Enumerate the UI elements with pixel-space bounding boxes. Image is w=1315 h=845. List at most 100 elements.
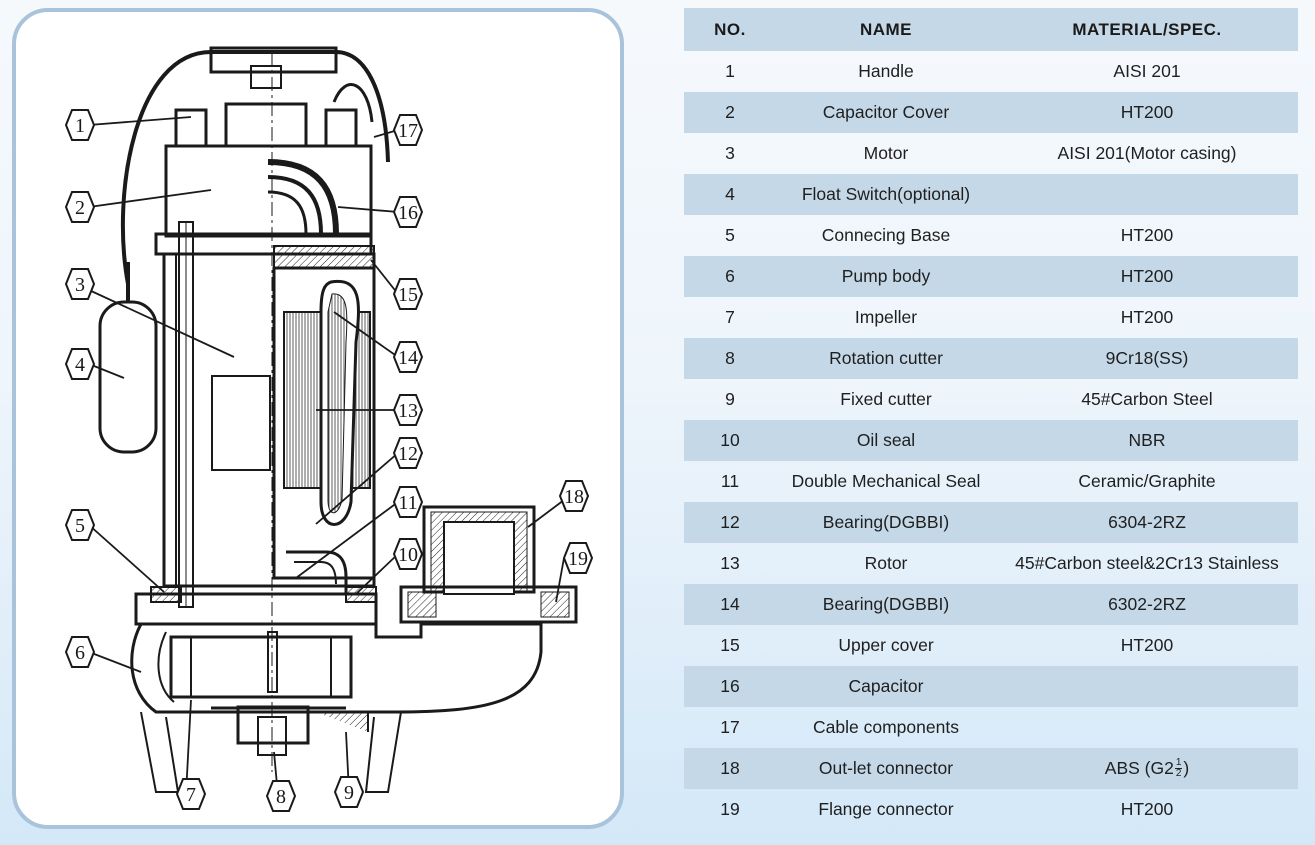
cell-no: 16 <box>684 666 776 707</box>
cell-name: Bearing(DGBBI) <box>776 584 996 625</box>
cell-material: HT200 <box>1120 799 1174 819</box>
callout-label: 16 <box>398 202 418 224</box>
callout-3: 3 <box>64 268 96 300</box>
header-no: NO. <box>684 8 776 51</box>
header-name: NAME <box>776 8 996 51</box>
callout-label: 15 <box>398 284 418 306</box>
table-header-row: NO. NAME MATERIAL/SPEC. <box>684 8 1298 51</box>
cell-material: 6302-2RZ <box>996 584 1298 625</box>
cell-material: HT200 <box>1120 635 1174 655</box>
cell-no: 6 <box>684 256 776 297</box>
cell-name: Capacitor <box>776 666 996 707</box>
cell-material <box>996 174 1298 215</box>
callout-label: 3 <box>75 274 85 296</box>
cell-material: AISI 201(Motor casing) <box>1057 143 1237 163</box>
callout-7: 7 <box>175 778 207 810</box>
callout-6: 6 <box>64 636 96 668</box>
header-material: MATERIAL/SPEC. <box>996 8 1298 51</box>
callout-label: 4 <box>75 354 85 376</box>
callout-label: 7 <box>186 784 196 806</box>
cell-no: 17 <box>720 717 740 737</box>
fraction-denominator: 2 <box>1175 768 1182 780</box>
cell-material: 6304-2RZ <box>996 502 1298 543</box>
cell-no: 8 <box>684 338 776 379</box>
cell-no: 2 <box>684 92 776 133</box>
callout-17: 17 <box>392 114 424 146</box>
callout-9: 9 <box>333 776 365 808</box>
cell-no: 11 <box>720 471 740 491</box>
cell-no: 4 <box>684 174 776 215</box>
material-suffix: ) <box>1183 757 1190 778</box>
callout-label: 17 <box>398 120 418 142</box>
callout-label: 2 <box>75 197 85 219</box>
cell-material: 45#Carbon steel&2Cr13 Stainless <box>1015 553 1279 573</box>
callout-8: 8 <box>265 780 297 812</box>
callout-19: 19 <box>562 542 594 574</box>
callout-label: 9 <box>344 782 354 804</box>
cell-name: Double Mechanical Seal <box>791 471 981 491</box>
callout-16: 16 <box>392 196 424 228</box>
callout-label: 5 <box>75 515 85 537</box>
cell-name: Rotation cutter <box>776 338 996 379</box>
callout-label: 14 <box>398 347 418 369</box>
cell-name: Impeller <box>854 307 918 327</box>
cell-no: 9 <box>725 389 735 409</box>
cell-name: Float Switch(optional) <box>776 174 996 215</box>
cell-no: 13 <box>720 553 740 573</box>
cell-no: 18 <box>684 748 776 789</box>
callout-13: 13 <box>392 394 424 426</box>
cell-name: Bearing(DGBBI) <box>776 502 996 543</box>
cell-name: Flange connector <box>818 799 954 819</box>
cell-no: 7 <box>725 307 735 327</box>
table-row: 7 Impeller HT200 <box>684 297 1298 338</box>
cell-no: 5 <box>725 225 735 245</box>
fraction-numerator: 1 <box>1174 757 1183 770</box>
callout-label: 18 <box>564 486 584 508</box>
cell-material: NBR <box>996 420 1298 461</box>
cell-material <box>996 707 1298 748</box>
cell-name: Motor <box>863 143 909 163</box>
cell-name: Connecing Base <box>821 225 951 245</box>
cell-name: Pump body <box>776 256 996 297</box>
callout-5: 5 <box>64 509 96 541</box>
material-text: ABS (G2 <box>1104 757 1174 778</box>
callout-2: 2 <box>64 191 96 223</box>
cell-material: AISI 201 <box>1113 61 1181 81</box>
cell-material: HT200 <box>1120 307 1174 327</box>
cell-name: Upper cover <box>838 635 934 655</box>
cell-name: Oil seal <box>776 420 996 461</box>
cell-material: 45#Carbon Steel <box>1081 389 1213 409</box>
callout-12: 12 <box>392 437 424 469</box>
cell-material: 9Cr18(SS) <box>996 338 1298 379</box>
table-row: 13 Rotor 45#Carbon steel&2Cr13 Stainless <box>684 543 1298 584</box>
cell-name: Cable components <box>813 717 959 737</box>
cell-no: 10 <box>684 420 776 461</box>
cell-name: Capacitor Cover <box>776 92 996 133</box>
cell-name: Rotor <box>864 553 908 573</box>
cell-no: 19 <box>720 799 740 819</box>
table-row: 19 Flange connector HT200 <box>684 789 1298 830</box>
callout-4: 4 <box>64 348 96 380</box>
callout-label: 12 <box>398 443 418 465</box>
